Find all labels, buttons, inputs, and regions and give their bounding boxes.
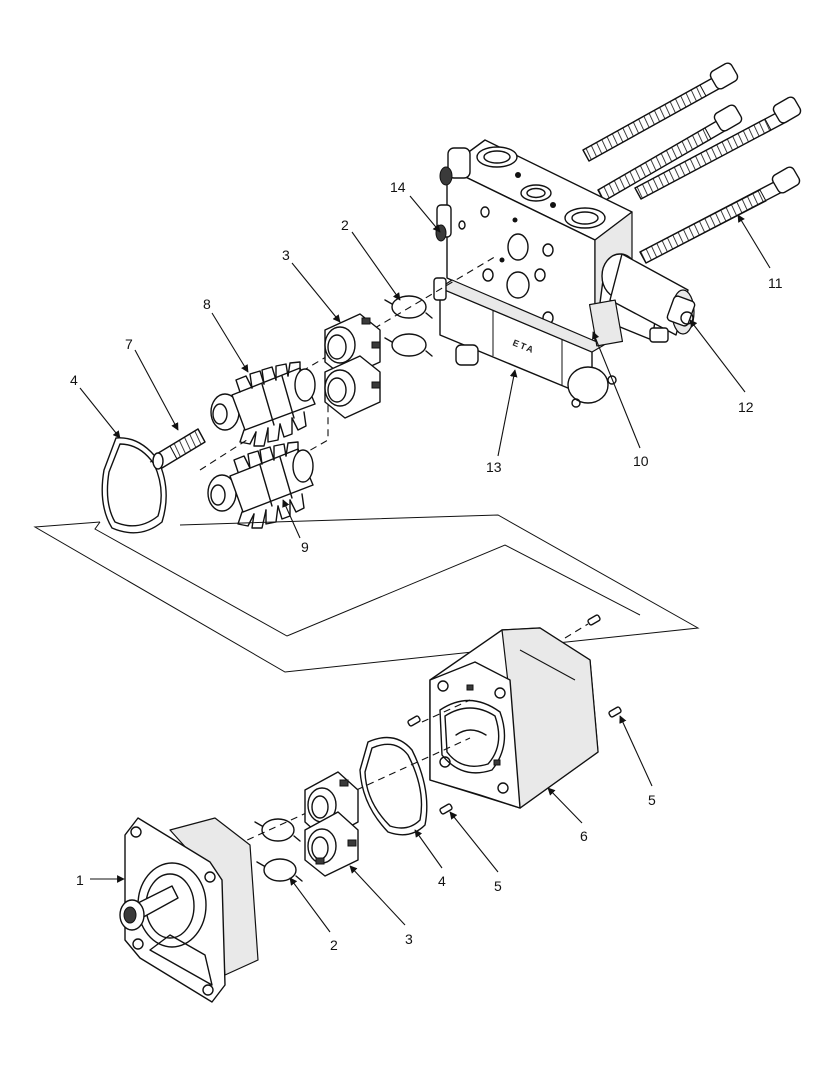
callout-label: 9 bbox=[301, 539, 309, 555]
callouts: 14 2 3 8 7 4 9 13 bbox=[70, 179, 783, 953]
callout-label: 7 bbox=[125, 336, 133, 352]
callout-label: 3 bbox=[282, 247, 290, 263]
callout-2-seal-upper: 2 bbox=[341, 217, 401, 301]
assembly-outline bbox=[33, 514, 700, 673]
callout-5-dowel-right: 5 bbox=[619, 715, 656, 808]
callout-7-shaft: 7 bbox=[125, 336, 179, 431]
callout-2-seal-lower: 2 bbox=[289, 877, 338, 953]
callout-label: 1 bbox=[76, 872, 84, 888]
callout-6-pump-body: 6 bbox=[547, 787, 588, 844]
callout-label: 13 bbox=[486, 459, 502, 475]
seal-rings-lower bbox=[254, 818, 303, 882]
o-ring-lower bbox=[359, 736, 428, 836]
callout-label: 14 bbox=[390, 179, 406, 195]
bolt-3 bbox=[634, 96, 802, 200]
long-bolts bbox=[582, 62, 802, 264]
callout-label: 10 bbox=[633, 453, 649, 469]
callout-1-front-cover: 1 bbox=[76, 872, 125, 888]
bolt-2 bbox=[597, 104, 743, 202]
callout-label: 8 bbox=[203, 296, 211, 312]
bearing-block-upper bbox=[324, 313, 381, 419]
callout-12-solenoid-nut: 12 bbox=[689, 319, 754, 415]
bolt-1 bbox=[582, 62, 739, 162]
driven-gear bbox=[207, 441, 314, 529]
dowel-pins bbox=[407, 614, 622, 815]
bearing-block-lower bbox=[304, 771, 359, 877]
front-cover-flange bbox=[119, 817, 259, 1003]
callout-label: 12 bbox=[738, 399, 754, 415]
callout-13-valve-block: 13 bbox=[486, 369, 518, 475]
drive-gear bbox=[210, 361, 316, 447]
callout-9-driven-gear: 9 bbox=[282, 499, 309, 555]
callout-3-bearing-upper: 3 bbox=[282, 247, 341, 323]
callout-3-bearing-lower: 3 bbox=[349, 865, 413, 947]
callout-5-dowel-left: 5 bbox=[449, 811, 502, 894]
callout-4-o-ring-upper: 4 bbox=[70, 372, 121, 439]
callout-label: 6 bbox=[580, 828, 588, 844]
drive-shaft bbox=[152, 428, 206, 470]
callout-label: 4 bbox=[70, 372, 78, 388]
bolt-4 bbox=[639, 166, 801, 264]
callout-8-drive-gear: 8 bbox=[203, 296, 249, 373]
seal-rings-upper bbox=[384, 295, 433, 357]
callout-label: 5 bbox=[648, 792, 656, 808]
callout-label: 2 bbox=[341, 217, 349, 233]
callout-label: 5 bbox=[494, 878, 502, 894]
callout-4-o-ring-lower: 4 bbox=[414, 829, 446, 889]
callout-label: 11 bbox=[768, 275, 783, 291]
callout-14-valve-fitting: 14 bbox=[390, 179, 441, 233]
callout-11-bolts: 11 bbox=[737, 214, 783, 291]
callout-label: 4 bbox=[438, 873, 446, 889]
pump-body bbox=[429, 627, 599, 809]
callout-label: 3 bbox=[405, 931, 413, 947]
callout-label: 2 bbox=[330, 937, 338, 953]
solenoid-valve bbox=[588, 253, 696, 347]
callout-10-coil: 10 bbox=[592, 331, 649, 469]
o-ring-upper bbox=[101, 437, 167, 534]
